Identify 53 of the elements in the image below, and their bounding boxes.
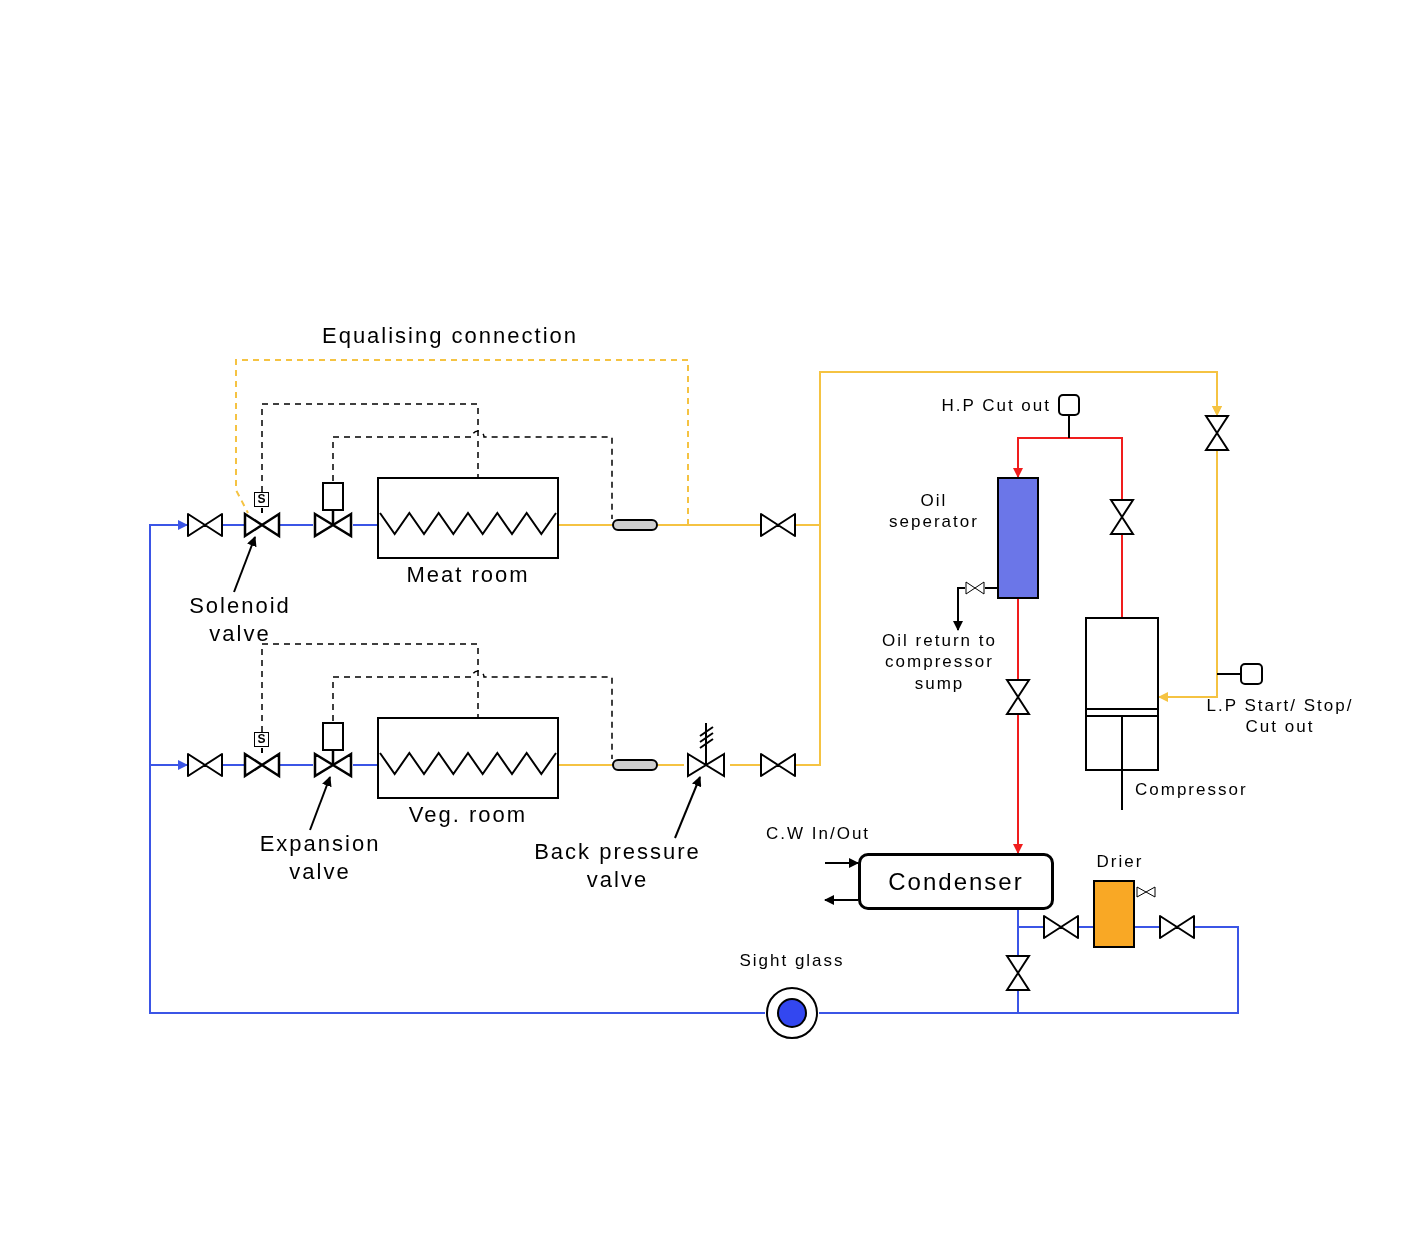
pipe-line <box>1017 909 1019 956</box>
leader-line <box>309 776 332 831</box>
component-label: Drier <box>1095 851 1145 873</box>
component-label: Veg. room <box>407 801 529 829</box>
pipe-line <box>235 359 689 526</box>
pipe-line <box>222 524 245 526</box>
control-line <box>332 430 613 520</box>
callout-label: Oil return to compressor sump <box>881 630 998 694</box>
pipe-line <box>1121 534 1123 618</box>
pipe-line <box>279 764 314 766</box>
pipe-line <box>279 524 314 526</box>
solenoid-coil-symbol: S <box>254 492 269 507</box>
callout-label: Expansion valve <box>258 830 382 885</box>
component-label: Sight glass <box>738 950 846 972</box>
component-label: L.P Start/ Stop/ Cut out <box>1205 695 1355 738</box>
callout-label: Back pressure valve <box>533 838 702 893</box>
control-line <box>261 507 263 514</box>
control-line <box>1068 415 1070 439</box>
leader-line <box>674 776 702 839</box>
pipe-line <box>729 764 761 766</box>
pipe-line <box>984 587 998 589</box>
callout-label: Solenoid valve <box>188 592 292 647</box>
leader-line <box>233 536 257 593</box>
component-label: H.P Cut out <box>940 395 1051 417</box>
pipe-line <box>1158 450 1218 702</box>
control-line <box>261 403 479 493</box>
pipe-line <box>1013 714 1023 854</box>
side-label: C.W In/Out <box>766 823 872 845</box>
control-line <box>332 670 613 760</box>
pipe-line <box>222 764 245 766</box>
water-arrow <box>824 895 859 905</box>
control-line <box>261 643 479 733</box>
control-line <box>1216 673 1241 675</box>
pipe-line <box>558 764 613 766</box>
component-label: Compressor <box>1135 779 1249 801</box>
pipe-line <box>1017 598 1019 680</box>
pipe-line <box>1134 926 1160 928</box>
pipe-line <box>657 764 685 766</box>
pipe-line <box>1078 926 1094 928</box>
pipe-line <box>657 524 761 526</box>
component-label: Oil seperator <box>888 490 980 533</box>
pipe-line <box>1013 437 1123 500</box>
pipe-line <box>352 764 378 766</box>
control-line <box>261 747 263 754</box>
pipe-line <box>795 371 1222 766</box>
water-arrow <box>824 858 859 868</box>
pipe-line <box>352 524 378 526</box>
condenser-box: Condenser <box>858 853 1054 910</box>
component-label: Meat room <box>405 561 531 589</box>
pipe-line <box>818 990 1019 1014</box>
pipe-line <box>953 587 966 631</box>
solenoid-coil-symbol: S <box>254 732 269 747</box>
pipe-line <box>558 524 613 526</box>
